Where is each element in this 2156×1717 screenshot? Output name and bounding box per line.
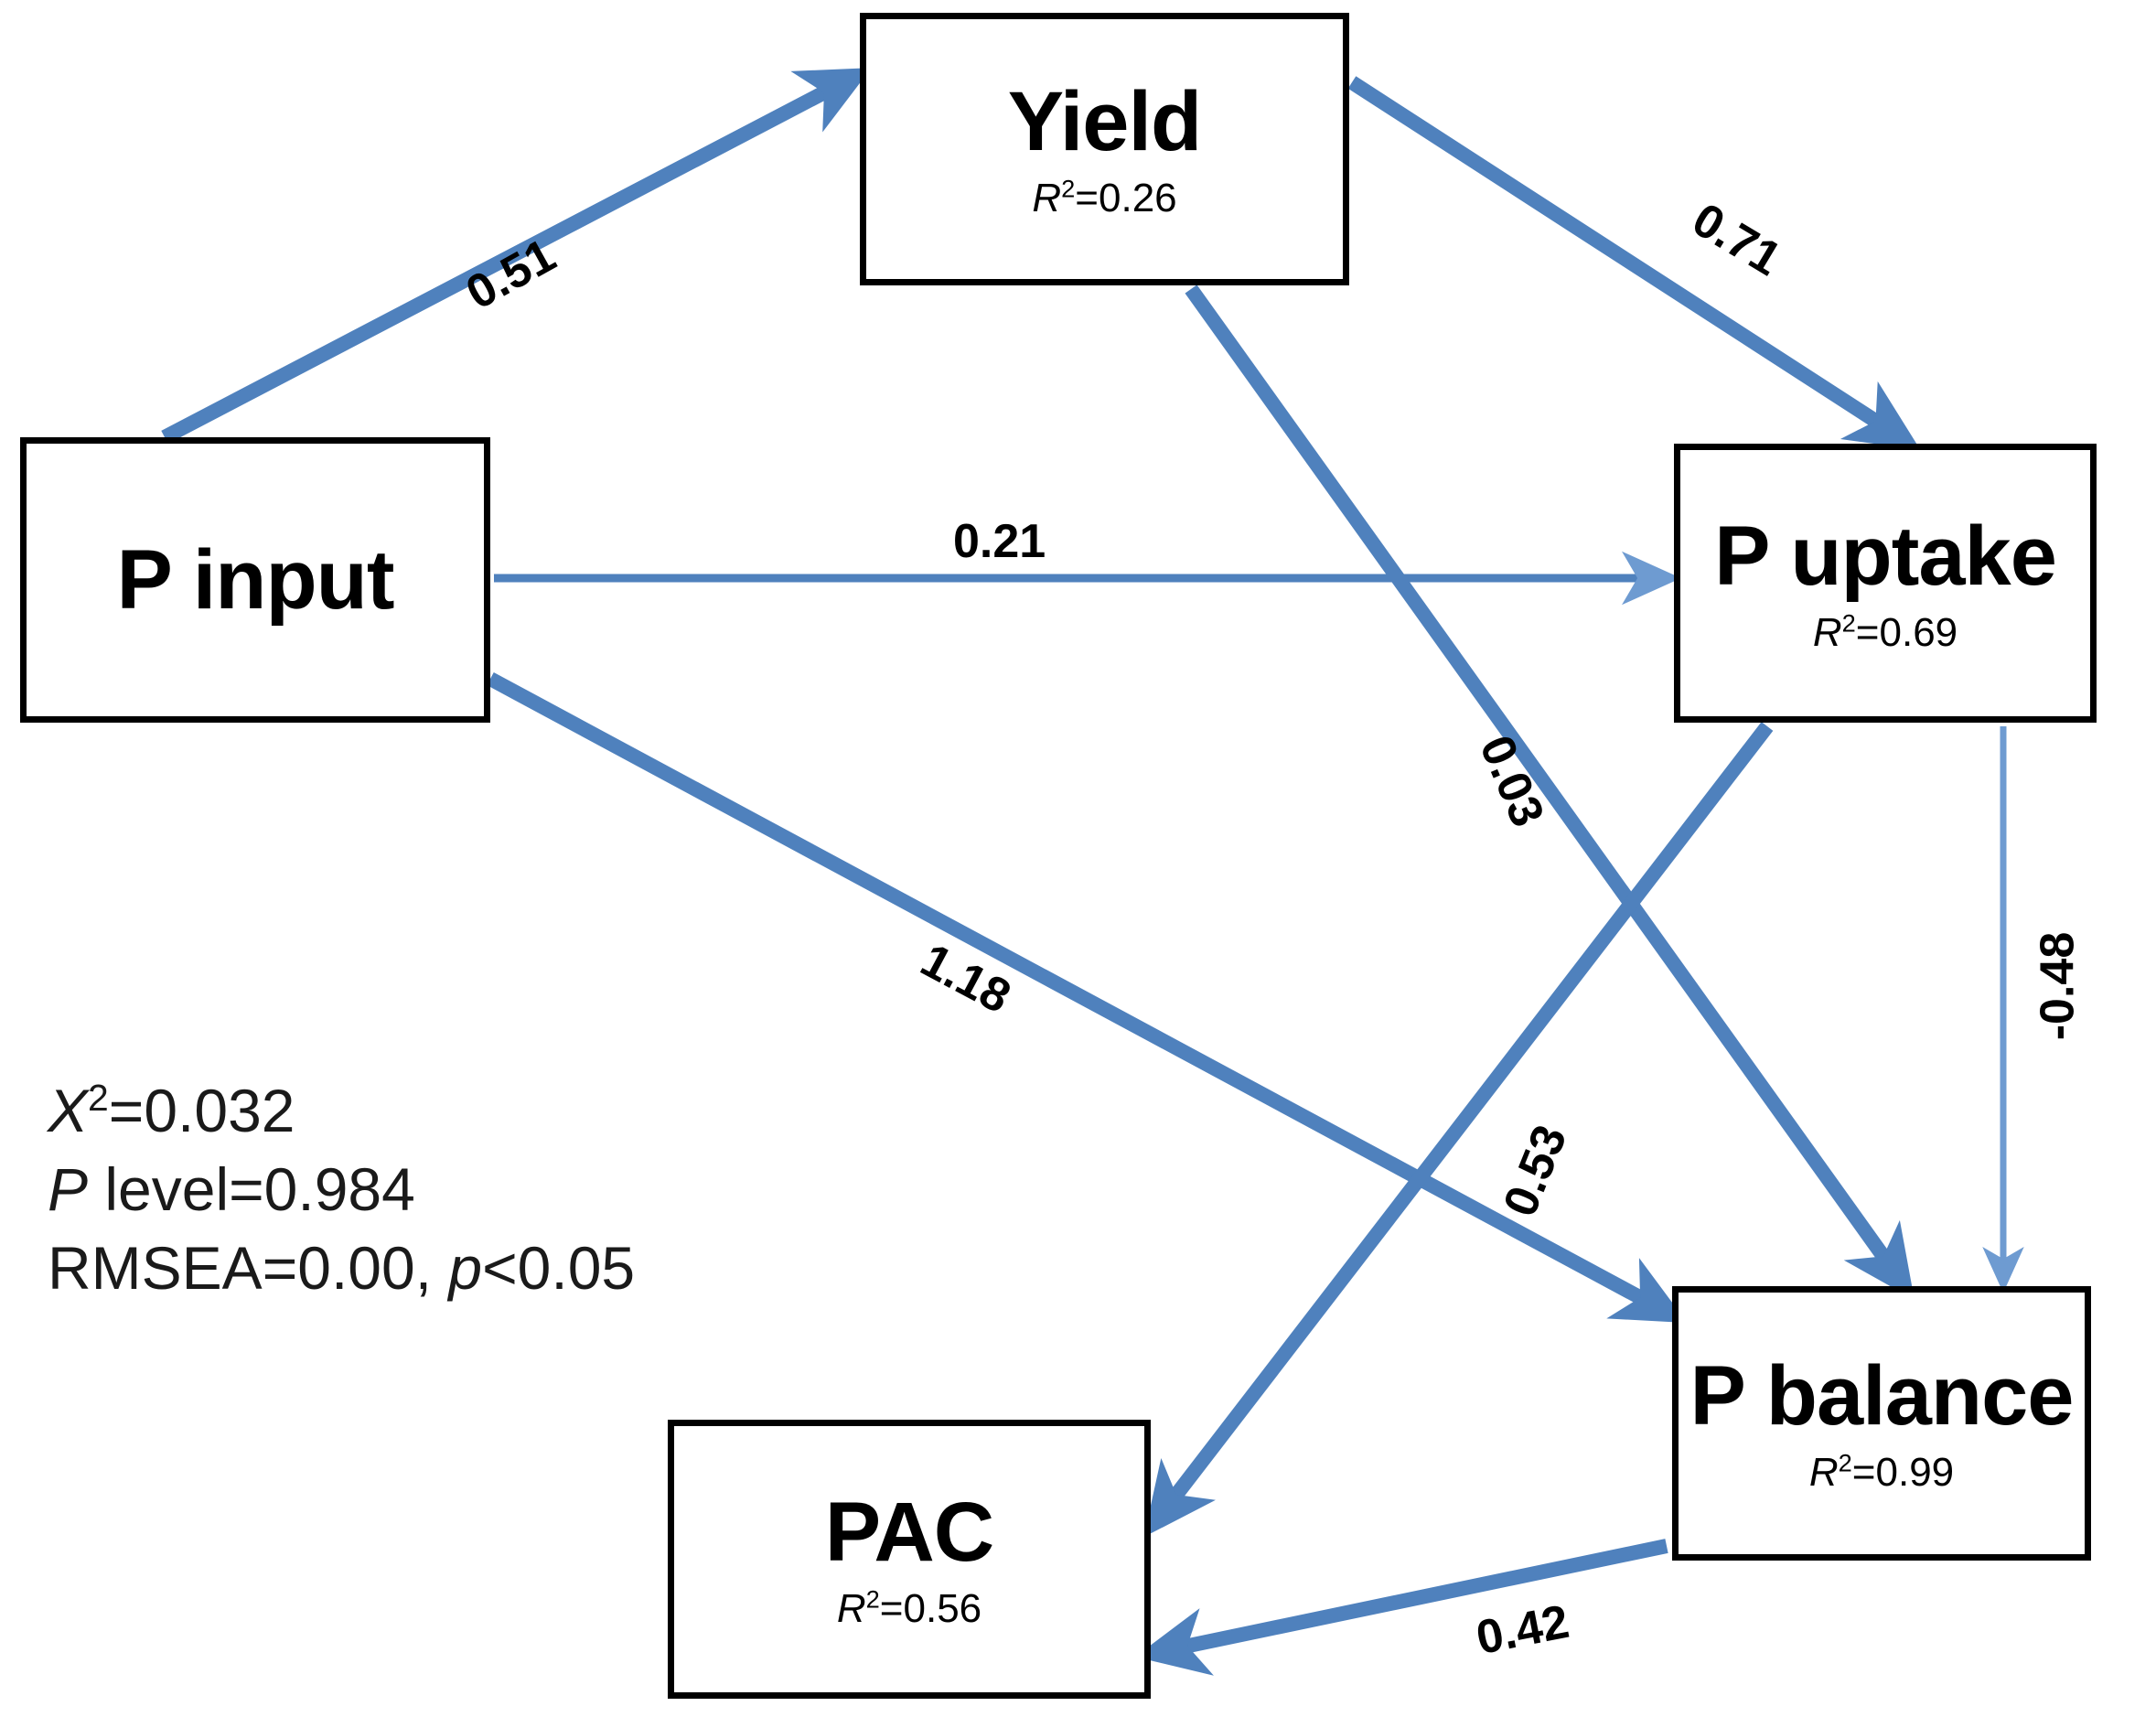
node-pac-r2-value: =0.56 xyxy=(879,1585,982,1631)
node-pac-r2: R2=0.56 xyxy=(836,1583,982,1631)
node-p-balance-r2-value: =0.99 xyxy=(1851,1450,1955,1495)
node-yield-r2: R2=0.26 xyxy=(1032,174,1177,220)
node-yield-label: Yield xyxy=(1007,75,1202,168)
edge-p-uptake-to-pac xyxy=(1143,722,1774,1538)
fit-statistics-block: X2=0.032 P level=0.984 RMSEA=0.00, p<0.0… xyxy=(48,1072,635,1307)
node-p-balance[interactable]: P balance R2=0.99 xyxy=(1672,1286,2091,1561)
p-level-symbol: P xyxy=(48,1154,89,1223)
chi-square-value: =0.032 xyxy=(108,1077,295,1144)
chi-square-exponent: 2 xyxy=(88,1077,109,1119)
rmsea-p-symbol: p xyxy=(448,1233,483,1302)
edge-label-p-input-to-p-uptake: 0.21 xyxy=(953,515,1046,568)
p-level-value: level=0.984 xyxy=(88,1154,415,1223)
node-p-uptake-label: P uptake xyxy=(1714,509,2057,603)
rmsea-value: RMSEA=0.00, xyxy=(48,1233,449,1302)
stat-rmsea: RMSEA=0.00, p<0.05 xyxy=(48,1229,635,1308)
rmsea-p-value: <0.05 xyxy=(482,1233,636,1302)
stat-p-level: P level=0.984 xyxy=(48,1151,635,1229)
edge-yield-to-p-balance xyxy=(1185,284,1915,1300)
edge-p-input-to-p-balance xyxy=(487,671,1688,1324)
node-pac-label: PAC xyxy=(824,1485,994,1579)
node-p-uptake-r2: R2=0.69 xyxy=(1812,607,1958,655)
chi-square-symbol: X xyxy=(48,1077,89,1144)
edge-p-balance-to-pac xyxy=(1134,1539,1668,1676)
node-p-uptake-r2-value: =0.69 xyxy=(1855,609,1958,655)
edge-yield-to-p-uptake xyxy=(1347,76,1921,450)
edge-label-p-uptake-to-p-balance: -0.48 xyxy=(2031,931,2085,1041)
stat-chi-square: X2=0.032 xyxy=(48,1072,635,1151)
node-p-balance-r2: R2=0.99 xyxy=(1808,1448,1955,1495)
node-p-input[interactable]: P input xyxy=(20,437,490,723)
node-p-uptake[interactable]: P uptake R2=0.69 xyxy=(1674,444,2097,723)
node-yield-r2-value: =0.26 xyxy=(1075,176,1177,220)
node-p-input-label: P input xyxy=(116,533,394,627)
edge-p-input-to-yield xyxy=(161,68,872,445)
node-p-balance-label: P balance xyxy=(1689,1349,2075,1443)
node-yield[interactable]: Yield R2=0.26 xyxy=(860,13,1349,285)
node-pac[interactable]: PAC R2=0.56 xyxy=(668,1420,1151,1699)
